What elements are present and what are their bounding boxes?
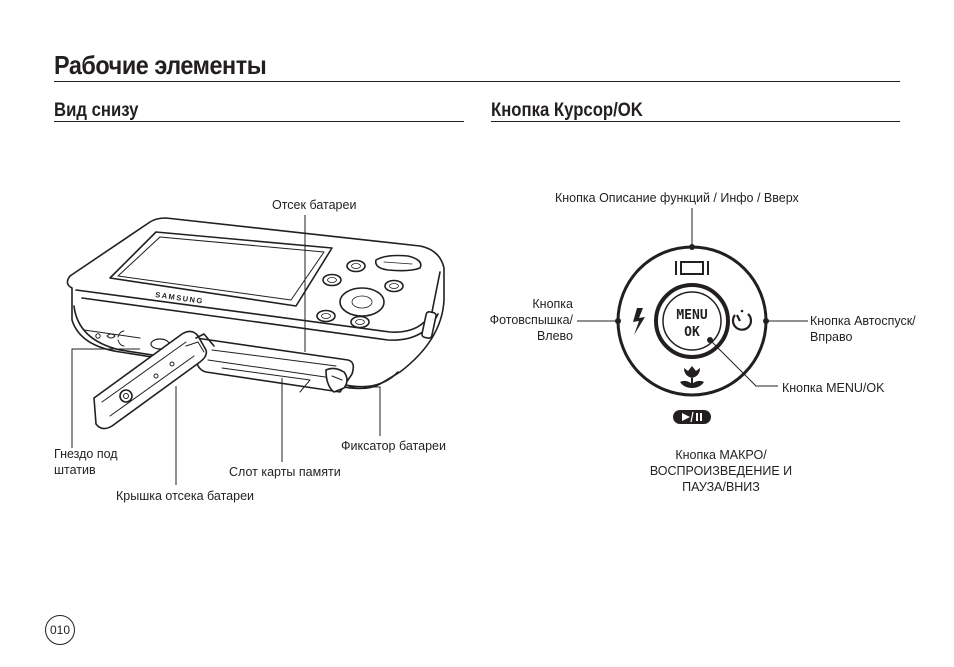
label-card-slot: Слот карты памяти	[229, 465, 341, 479]
label-left-line1: Кнопка	[532, 297, 573, 311]
flash-icon	[633, 308, 645, 335]
camera-illustration: SAMSUNG	[66, 217, 445, 430]
label-down-button: Кнопка МАКРО/ ВОСПРОИЗВЕДЕНИЕ И ПАУЗА/ВН…	[631, 447, 811, 495]
label-up-button: Кнопка Описание функций / Инфо / Вверх	[555, 191, 799, 205]
callout-line-tripod-socket	[71, 348, 140, 448]
callout-line-battery-latch	[346, 386, 381, 436]
menu-ok-text-menu: MENU	[676, 308, 707, 323]
label-battery-latch: Фиксатор батареи	[341, 439, 446, 453]
label-battery-cover: Крышка отсека батареи	[116, 489, 255, 503]
section-rule-left	[54, 121, 464, 122]
menu-ok-text-ok: OK	[684, 325, 700, 340]
label-left-line3: Влево	[536, 329, 573, 343]
section-heading-bottom-view: Вид снизу	[54, 100, 139, 121]
section-heading-cursor-button: Кнопка Курсор/OK	[491, 100, 643, 121]
label-tripod-socket: Гнездо под штатив	[54, 446, 118, 478]
section-rule-right	[491, 121, 900, 122]
label-right-line2: Вправо	[810, 330, 853, 344]
label-tripod-socket-line1: Гнездо под	[54, 447, 118, 461]
page-title: Рабочие элементы	[54, 50, 267, 80]
label-right-button: Кнопка Автоспуск/ Вправо	[810, 313, 916, 345]
self-timer-icon	[731, 309, 753, 331]
dial-callout-lines	[577, 208, 808, 387]
label-menu-ok-button: Кнопка MENU/OK	[782, 381, 885, 395]
play-pause-icon	[673, 410, 711, 424]
label-left-line2: Фотовспышка/	[489, 313, 573, 327]
label-left-button: Кнопка Фотовспышка/ Влево	[470, 296, 573, 344]
dial-callout-markers	[615, 244, 769, 343]
label-down-line1: Кнопка МАКРО/	[675, 448, 767, 462]
label-battery-compartment: Отсек батареи	[272, 198, 357, 212]
macro-icon	[680, 366, 704, 388]
label-down-line3: ПАУЗА/ВНИЗ	[682, 480, 760, 494]
display-info-icon	[675, 261, 709, 275]
page-number: 010	[45, 615, 75, 645]
camera-callout-lines	[71, 215, 381, 485]
title-rule	[54, 81, 900, 82]
label-down-line2: ВОСПРОИЗВЕДЕНИЕ И	[649, 464, 793, 478]
label-right-line1: Кнопка Автоспуск/	[810, 314, 916, 328]
label-tripod-socket-line2: штатив	[54, 463, 96, 477]
cursor-dial-illustration: MENU OK	[616, 245, 768, 424]
callout-line-menu-ok	[709, 339, 778, 387]
